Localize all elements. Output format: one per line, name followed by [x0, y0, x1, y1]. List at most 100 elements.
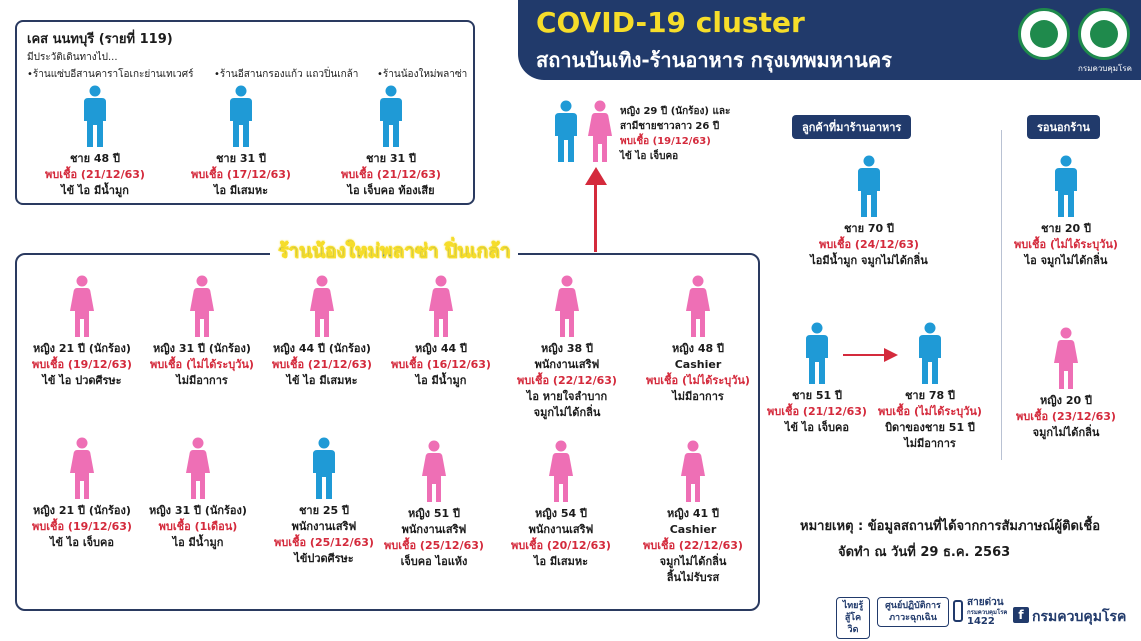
case-person: หญิง 44 ปี (นักร้อง) พบเชื้อ (21/12/63) ไข… — [242, 275, 402, 389]
facebook-page-name: กรมควบคุมโรค — [1032, 609, 1127, 625]
infection-date: พบเชื้อ (ไม่ได้ระบุวัน) — [150, 358, 254, 371]
case-detail: หญิง 44 ปี (นักร้อง) — [273, 342, 371, 355]
arrow-up-icon — [585, 167, 607, 185]
infection-date: พบเชื้อ (21/12/63) — [272, 358, 372, 371]
infection-date: พบเชื้อ (21/12/63) — [341, 168, 441, 181]
infection-date: พบเชื้อ (ไม่ได้ระบุวัน) — [878, 405, 982, 418]
case-detail: ชาย 70 ปี — [843, 222, 895, 235]
case-person: ชาย 51 ปีพบเชื้อ (21/12/63) ไข้ ไอ เจ็บคอ — [737, 322, 897, 436]
case-detail: หญิง 38 ปี — [541, 342, 593, 355]
case-person: ชาย 48 ปีพบเชื้อ (21/12/63)ไข้ ไอ มีน้ำม… — [15, 85, 175, 199]
infection-date: พบเชื้อ (23/12/63) — [1016, 410, 1116, 423]
case-detail: หญิง 20 ปี — [1040, 394, 1092, 407]
case-detail: ไข้ ไอ ปวดศีรษะ — [42, 374, 122, 387]
case-person: หญิง 51 ปีพนักงานเสริฟพบเชื้อ (25/12/63)… — [354, 440, 514, 570]
hotline-label: สายด่วน — [967, 597, 1004, 608]
case-detail: หญิง 21 ปี (นักร้อง) — [33, 504, 131, 517]
case-detail: พนักงานเสริฟ — [291, 520, 357, 533]
case-detail: ไอ เจ็บคอ ท้องเสีย — [347, 184, 435, 197]
couple-figures — [553, 100, 613, 164]
case-person: หญิง 48 ปี Cashier พบเชื้อ (ไม่ได้ระบุวัน)… — [618, 275, 778, 405]
hotline: สายด่วน กรมควบคุมโรค 1422 — [967, 597, 1007, 628]
ddc-logo-icon — [1078, 8, 1130, 60]
case-detail: ไอมีน้ำมูก จมูกไม่ได้กลิ่น — [810, 254, 928, 267]
case-person: หญิง 31 ปี (นักร้อง)พบเชื้อ (ไม่ได้ระบุว… — [122, 275, 282, 389]
section-divider — [1001, 130, 1002, 460]
case-person: ชาย 70 ปีพบเชื้อ (24/12/63)ไอมีน้ำมูก จม… — [789, 155, 949, 269]
case-person: ชาย 31 ปีพบเชื้อ (21/12/63)ไอ เจ็บคอ ท้อ… — [311, 85, 471, 199]
facebook-icon: f — [1013, 607, 1029, 623]
infection-date: พบเชื้อ (21/12/63) — [767, 405, 867, 418]
link-arrow-right — [843, 354, 885, 356]
female-person-icon — [69, 275, 95, 337]
case-person: หญิง 38 ปีพนักงานเสริฟพบเชื้อ (22/12/63)… — [487, 275, 647, 421]
male-person-icon — [1053, 155, 1079, 217]
restaurant-customers-label: ลูกค้าที่มาร้านอาหาร — [792, 115, 912, 139]
infection-date: พบเชื้อ (22/12/63) — [517, 374, 617, 387]
case-detail: ไข้ ไอ มีน้ำมูก — [61, 184, 129, 197]
infection-date: พบเชื้อ (25/12/63) — [384, 539, 484, 552]
case-detail: ไข้ ไอ เจ็บคอ — [784, 421, 849, 434]
case-detail: หญิง 31 ปี (นักร้อง) — [149, 504, 247, 517]
male-person-icon — [856, 155, 882, 217]
travel-history-label: มีประวัติเดินทางไป... — [27, 52, 118, 63]
case-detail: Cashier — [674, 358, 722, 371]
couple-symptom: ไข้ ไอ เจ็บคอ — [620, 151, 679, 162]
male-person-icon — [917, 322, 943, 384]
infection-date: พบเชื้อ (ไม่ได้ระบุวัน) — [646, 374, 750, 387]
case-detail: พนักงานเสริฟ — [528, 523, 594, 536]
male-person-icon — [378, 85, 404, 147]
case-person: หญิง 54 ปีพนักงานเสริฟพบเชื้อ (20/12/63)… — [481, 440, 641, 570]
bma-logo-icon — [1018, 8, 1070, 60]
case-person: หญิง 20 ปีพบเชื้อ (23/12/63)จมูกไม่ได้กล… — [986, 327, 1141, 441]
location-item: •ร้านอีสานกรองแก้ว แถวปิ่นเกล้า — [214, 69, 359, 80]
female-person-icon — [185, 437, 211, 499]
female-person-icon — [421, 440, 447, 502]
location-item: •ร้านน้องใหม่พลาซ่า — [377, 69, 468, 80]
case-detail: จมูกไม่ได้กลิ่น — [659, 555, 727, 568]
hotline-org: กรมควบคุมโรค — [967, 609, 1008, 616]
case-person: หญิง 31 ปี (นักร้อง)พบเชื้อ (1เดือน)ไอ ม… — [118, 437, 278, 551]
thai-fight-covid-badge: ไทยรู้ สู้โควิด — [836, 597, 870, 639]
case-detail: ไอ มีน้ำมูก — [172, 536, 224, 549]
case-detail: ชาย 25 ปี — [298, 504, 350, 517]
female-person-icon — [685, 275, 711, 337]
female-person-icon — [189, 275, 215, 337]
header-subtitle: สถานบันเทิง-ร้านอาหาร กรุงเทพมหานคร — [536, 48, 892, 72]
phone-icon — [953, 600, 963, 622]
case-detail: ชาย 51 ปี — [791, 389, 843, 402]
male-person-icon — [82, 85, 108, 147]
eoc-badge: ศูนย์ปฏิบัติการ ภาวะฉุกเฉิน — [877, 597, 949, 627]
case-detail: ชาย 48 ปี — [69, 152, 121, 165]
case-detail: หญิง 21 ปี (นักร้อง) — [33, 342, 131, 355]
infection-date: พบเชื้อ (20/12/63) — [511, 539, 611, 552]
waiting-outside-label: รอนอกร้าน — [1027, 115, 1100, 139]
infection-date: พบเชื้อ (25/12/63) — [274, 536, 374, 549]
case-detail: เจ็บคอ ไอแห้ง — [400, 555, 468, 568]
case-detail: หญิง 44 ปี — [415, 342, 467, 355]
female-person-icon — [69, 437, 95, 499]
infection-date: พบเชื้อ (19/12/63) — [32, 358, 132, 371]
case-detail: หญิง 48 ปี — [672, 342, 724, 355]
case-detail: ชาย 20 ปี — [1040, 222, 1092, 235]
case-detail: จมูกไม่ได้กลิ่น — [533, 406, 601, 419]
case-detail: ลิ้นไม่รับรส — [666, 571, 720, 584]
case-detail: หญิง 54 ปี — [535, 507, 587, 520]
female-person-icon — [428, 275, 454, 337]
case-detail: ไข้ ไอ มีเสมหะ — [286, 374, 358, 387]
infection-date: พบเชื้อ (17/12/63) — [191, 168, 291, 181]
case-detail: ไข้ ไอ เจ็บคอ — [49, 536, 114, 549]
case-person: หญิง 21 ปี (นักร้อง) พบเชื้อ (19/12/63) ไข… — [2, 275, 162, 389]
ddc-logo-caption: กรมควบคุมโรค — [1078, 64, 1132, 73]
infection-date: พบเชื้อ (16/12/63) — [391, 358, 491, 371]
female-person-icon — [587, 100, 613, 162]
infection-date: พบเชื้อ (22/12/63) — [643, 539, 743, 552]
case-detail: ไม่มีอาการ — [672, 390, 724, 403]
case-person: หญิง 21 ปี (นักร้อง)พบเชื้อ (19/12/63)ไข… — [2, 437, 162, 551]
case-detail: หญิง 41 ปี — [667, 507, 719, 520]
case-person: ชาย 20 ปีพบเชื้อ (ไม่ได้ระบุวัน)ไอ จมูกไ… — [986, 155, 1141, 269]
header-banner: COVID-19 cluster สถานบันเทิง-ร้านอาหาร ก… — [518, 0, 1141, 80]
couple-line1: หญิง 29 ปี (นักร้อง) และ — [620, 106, 731, 117]
case-detail: บิดาของชาย 51 ปี — [885, 421, 975, 434]
